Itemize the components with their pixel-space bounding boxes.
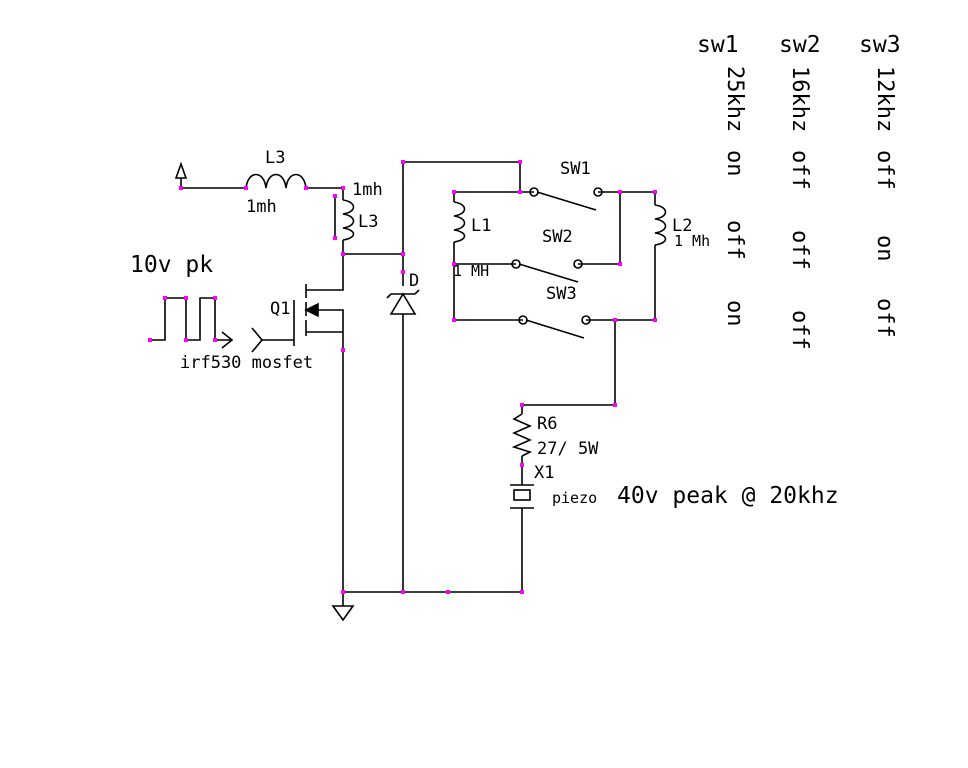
node-dot [518, 190, 522, 194]
node-dot [163, 296, 167, 300]
switch-table: sw1 sw2 sw3 25khz 16khz 12khz on off off… [697, 32, 901, 350]
table-header-sw1: sw1 [697, 32, 739, 58]
label-piezo: piezo [552, 489, 597, 507]
inductor-l1 [453, 201, 466, 243]
label-l1: L1 [471, 216, 491, 236]
inductor-l3-top [245, 173, 307, 189]
label-diode: D [409, 271, 419, 291]
label-q1: Q1 [270, 299, 290, 319]
node-dot [452, 318, 456, 322]
node-dot [613, 403, 617, 407]
inductor-l2 [654, 204, 667, 246]
node-dot [653, 318, 657, 322]
table-cell-r3-sw3: off [872, 298, 897, 338]
node-dot [341, 590, 345, 594]
table-freq-sw1: 25khz [722, 66, 747, 132]
label-r6: R6 [537, 414, 557, 434]
switch-sw3 [518, 315, 591, 339]
node-dot [184, 338, 188, 342]
table-freq-sw2: 16khz [787, 66, 812, 132]
node-dot [618, 190, 622, 194]
switch-sw2 [511, 259, 583, 283]
table-header-sw2: sw2 [779, 32, 821, 58]
piezo-x1 [510, 484, 534, 509]
label-sw2: SW2 [542, 227, 573, 247]
node-dot [618, 262, 622, 266]
node-dot [613, 318, 617, 322]
label-l3-top-value: 1mh [246, 197, 277, 217]
node-dots [148, 160, 657, 594]
node-dot [304, 186, 308, 190]
node-dot [401, 160, 405, 164]
table-freq-sw3: 12khz [872, 66, 897, 132]
node-dot [179, 186, 183, 190]
label-l3-top: L3 [265, 148, 285, 168]
label-l2-value: 1 Mh [674, 232, 710, 250]
node-dot [452, 262, 456, 266]
node-dot [341, 252, 345, 256]
node-dot [401, 252, 405, 256]
table-cell-r3-sw1: on [722, 300, 747, 327]
node-dot [446, 590, 450, 594]
label-l3-side-value: 1mh [352, 180, 383, 200]
table-cell-r2-sw3: on [872, 235, 897, 262]
table-cell-r2-sw1: off [722, 220, 747, 260]
label-input-amplitude: 10v pk [130, 252, 213, 278]
table-cell-r1-sw2: off [787, 150, 812, 190]
node-dot [184, 296, 188, 300]
node-dot [518, 160, 522, 164]
node-dot [244, 186, 248, 190]
label-l1-value: 1 MH [453, 262, 489, 280]
node-dot [341, 186, 345, 190]
mosfet-q1 [293, 284, 344, 346]
table-cell-r1-sw1: on [722, 150, 747, 177]
node-dot [333, 236, 337, 240]
square-wave-icon [150, 297, 264, 353]
node-dot [452, 190, 456, 194]
node-dot [213, 296, 217, 300]
wires [181, 161, 656, 606]
label-l3-side: L3 [358, 212, 378, 232]
resistor-r6 [511, 413, 533, 457]
node-dot [341, 348, 345, 352]
table-cell-r2-sw2: off [787, 230, 812, 270]
label-sw1: SW1 [560, 159, 591, 179]
label-l2: L2 [672, 216, 692, 236]
supply-arrow-icon [174, 161, 188, 188]
switch-sw1 [529, 187, 603, 211]
node-dot [148, 338, 152, 342]
node-dot [520, 463, 524, 467]
node-dot [401, 270, 405, 274]
ground-icon [331, 605, 355, 622]
zener-diode-d [386, 289, 420, 315]
label-output-note: 40v peak @ 20khz [617, 483, 839, 509]
node-dot [520, 590, 524, 594]
label-sw3: SW3 [546, 284, 577, 304]
table-cell-r1-sw3: off [872, 150, 897, 190]
node-dot [213, 338, 217, 342]
label-q1-part: irf530 mosfet [180, 353, 313, 373]
node-dot [333, 194, 337, 198]
table-cell-r3-sw2: off [787, 310, 812, 350]
node-dot [520, 403, 524, 407]
inductor-l3-side [342, 199, 355, 241]
node-dot [401, 590, 405, 594]
label-x1: X1 [534, 463, 554, 483]
table-header-sw3: sw3 [859, 32, 901, 58]
node-dot [653, 190, 657, 194]
label-r6-value: 27/ 5W [537, 439, 599, 459]
